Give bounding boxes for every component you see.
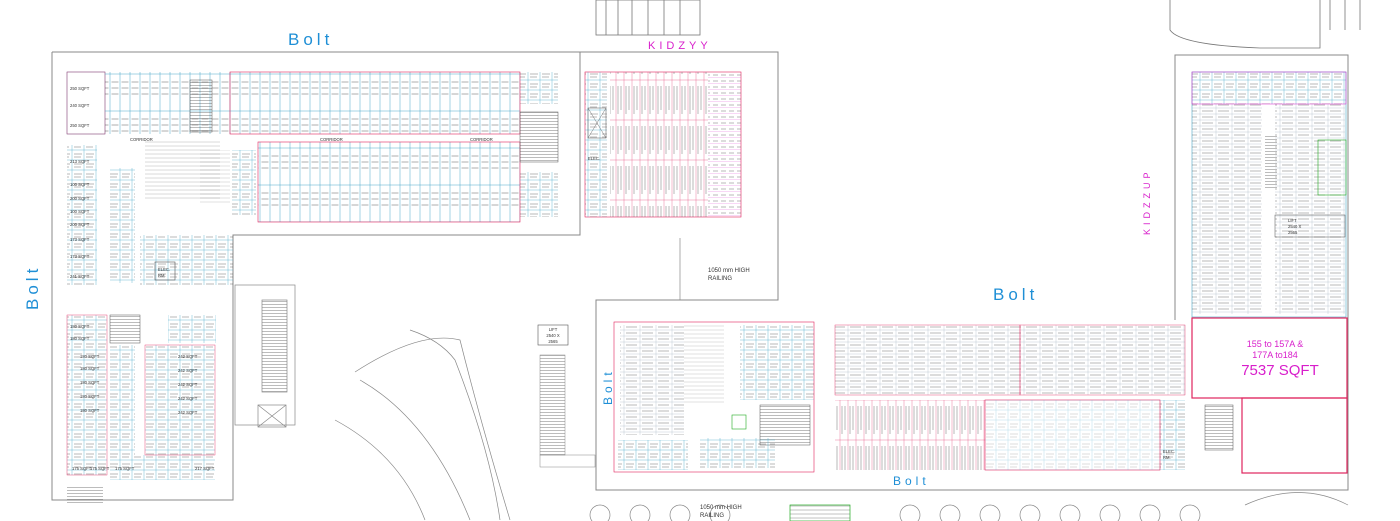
zone-label-bolt-left: Bolt (23, 265, 42, 310)
railing-note-top-2: RAILING (708, 276, 732, 282)
unit-label: 100 SQFT (70, 209, 90, 214)
unit-label: 175 SQFT (72, 466, 92, 471)
unit-label: 180 SQFT (80, 354, 100, 359)
unit-label: 241 SQFT (70, 274, 90, 279)
unit-label: 173 SQFT (70, 254, 90, 259)
unit-label: 180 SQFT (80, 366, 100, 371)
unit-label: 242 SQFT (178, 396, 198, 401)
elec-room-label-2: RM. (158, 273, 166, 278)
railing-note-bottom: 1050 mm HIGH (700, 505, 742, 511)
big-unit-range-2: 177A to184 (1252, 350, 1298, 360)
elec-room-label: ELEC. (158, 267, 170, 272)
lift-label-2: LIFT (1288, 218, 1297, 223)
zone-label-bolt-small: Bolt (601, 368, 615, 405)
railing-note-bottom-2: RAILING (700, 513, 724, 519)
facade-top (595, 0, 1361, 49)
left-lower-block (66, 314, 216, 503)
unit-label: 250 SQFT (70, 123, 90, 128)
zone-label-bolt-top: Bolt (288, 30, 333, 49)
unit-label: 100 SQFT (70, 182, 90, 187)
unit-label: 180 SQFT (80, 408, 100, 413)
zone-label-kidzyy: KIDZYY (648, 40, 712, 52)
unit-label: 242 SQFT (178, 354, 198, 359)
unit-label: 242 SQFT (178, 382, 198, 387)
unit-label: 180 SQFT (80, 394, 100, 399)
right-block: LIFT 2540 X 2565 155 to 157A & 177A to18… (1191, 71, 1348, 474)
middle-lower-block (613, 321, 815, 473)
kidzyy-block: ELEC. (584, 71, 742, 218)
big-unit-area: 7537 SQFT (1241, 362, 1319, 379)
unit-labels: 250 SQFT 240 SQFT 250 SQFT 213 SQFT 100 … (70, 86, 215, 471)
central-void (234, 238, 681, 521)
unit-label: 240 SQFT (70, 103, 90, 108)
lift-size-2b: 2565 (1288, 230, 1298, 235)
lift-size-2: 2540 X (1288, 224, 1301, 229)
lift-label-1: LIFT (549, 327, 558, 332)
unit-label: 173 SQFT (70, 237, 90, 242)
elec-room-label-2c: RM. (1163, 455, 1171, 460)
top-row-units: CORRIDOR CORRIDOR (200, 71, 559, 223)
railing-note-top: 1050 mm HIGH (708, 268, 750, 274)
unit-label: 242 SQFT (178, 368, 198, 373)
corridor-label-3: CORRIDOR (470, 137, 493, 142)
unit-label: 242 SQFT (178, 410, 198, 415)
elec-room-label-2b: ELEC. (1163, 449, 1175, 454)
unit-label: 200 SQFT (70, 196, 90, 201)
zone-label-bolt-bottom: Bolt (893, 474, 930, 488)
left-upper-block: ELEC. RM. CORRIDOR (66, 71, 233, 285)
lift-size-1: 2540 X (546, 333, 559, 338)
unit-label: 213 SQFT (70, 159, 90, 164)
zone-label-bolt-mid: Bolt (993, 285, 1038, 304)
unit-label: 175 SQFT (90, 466, 110, 471)
unit-label: 250 SQFT (70, 86, 90, 91)
corridor-label-1: CORRIDOR (130, 137, 153, 142)
kidzyy-elec-label: ELEC. (588, 156, 600, 161)
facade-bottom (589, 492, 1349, 521)
unit-label: 180 SQFT (70, 336, 90, 341)
zone-label-kidzzup: KIDZZUP (1142, 168, 1152, 235)
unit-label: 180 SQFT (80, 380, 100, 385)
unit-label: 200 SQFT (70, 222, 90, 227)
lift-size-1b: 2565 (548, 339, 558, 344)
middle-right-block: ELEC. RM. (834, 324, 1234, 471)
big-unit-range: 155 to 157A & (1247, 339, 1304, 349)
unit-label: 175 SQFT (115, 466, 135, 471)
unit-label: 180 SQFT (70, 324, 90, 329)
corridor-label-2: CORRIDOR (320, 137, 343, 142)
left-lift: LIFT 2540 X 2565 (537, 324, 596, 468)
unit-label: 217 SQFT (195, 466, 215, 471)
building-outline (51, 51, 1349, 501)
